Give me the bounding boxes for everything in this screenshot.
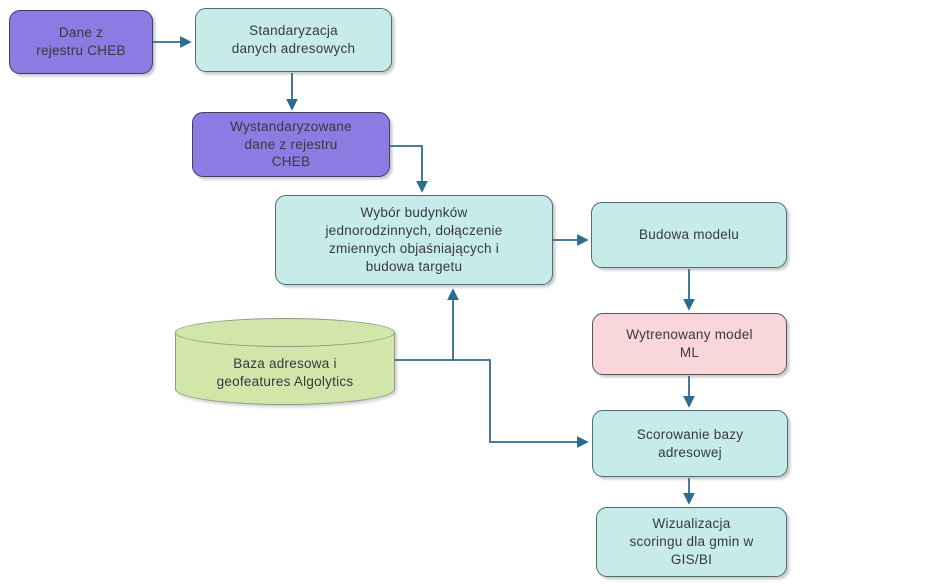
node-label: Wytrenowany model ML <box>626 327 753 360</box>
node-label: Wybór budynków jednorodzinnych, dołączen… <box>325 205 503 274</box>
node-standaryzacja-danych-adresowych: Standaryzacja danych adresowych <box>195 8 392 72</box>
node-label: Dane z rejestru CHEB <box>36 25 126 58</box>
connector-wystandaryzowane-to-wybor <box>390 145 428 193</box>
node-label: Wizualizacja scoringu dla gmin w GIS/BI <box>629 516 754 567</box>
cylinder-top-ellipse <box>175 318 395 347</box>
node-wystandaryzowane-dane-z-rejestru-cheb: Wystandaryzowane dane z rejestru CHEB <box>192 112 390 177</box>
node-label: Baza adresowa i geofeatures Algolytics <box>216 355 354 389</box>
node-baza-adresowa-algolytics-cylinder: Baza adresowa i geofeatures Algolytics <box>175 318 395 405</box>
node-budowa-modelu: Budowa modelu <box>591 202 787 268</box>
node-label: Wystandaryzowane dane z rejestru CHEB <box>230 118 352 170</box>
node-scorowanie-bazy-adresowej: Scorowanie bazy adresowej <box>592 410 788 477</box>
connector-baza-to-wybor <box>395 288 459 361</box>
node-wizualizacja-scoringu: Wizualizacja scoringu dla gmin w GIS/BI <box>596 507 787 577</box>
node-dane-z-rejestru-cheb: Dane z rejestru CHEB <box>9 10 153 74</box>
connector-baza-to-scorowanie <box>453 359 589 448</box>
node-wybor-budynkow-jednorodzinnych: Wybór budynków jednorodzinnych, dołączen… <box>275 195 553 285</box>
node-label: Budowa modelu <box>638 227 740 243</box>
node-label: Scorowanie bazy adresowej <box>636 426 744 460</box>
node-label: Standaryzacja danych adresowych <box>231 23 356 56</box>
node-wytrenowany-model-ml: Wytrenowany model ML <box>592 313 787 375</box>
